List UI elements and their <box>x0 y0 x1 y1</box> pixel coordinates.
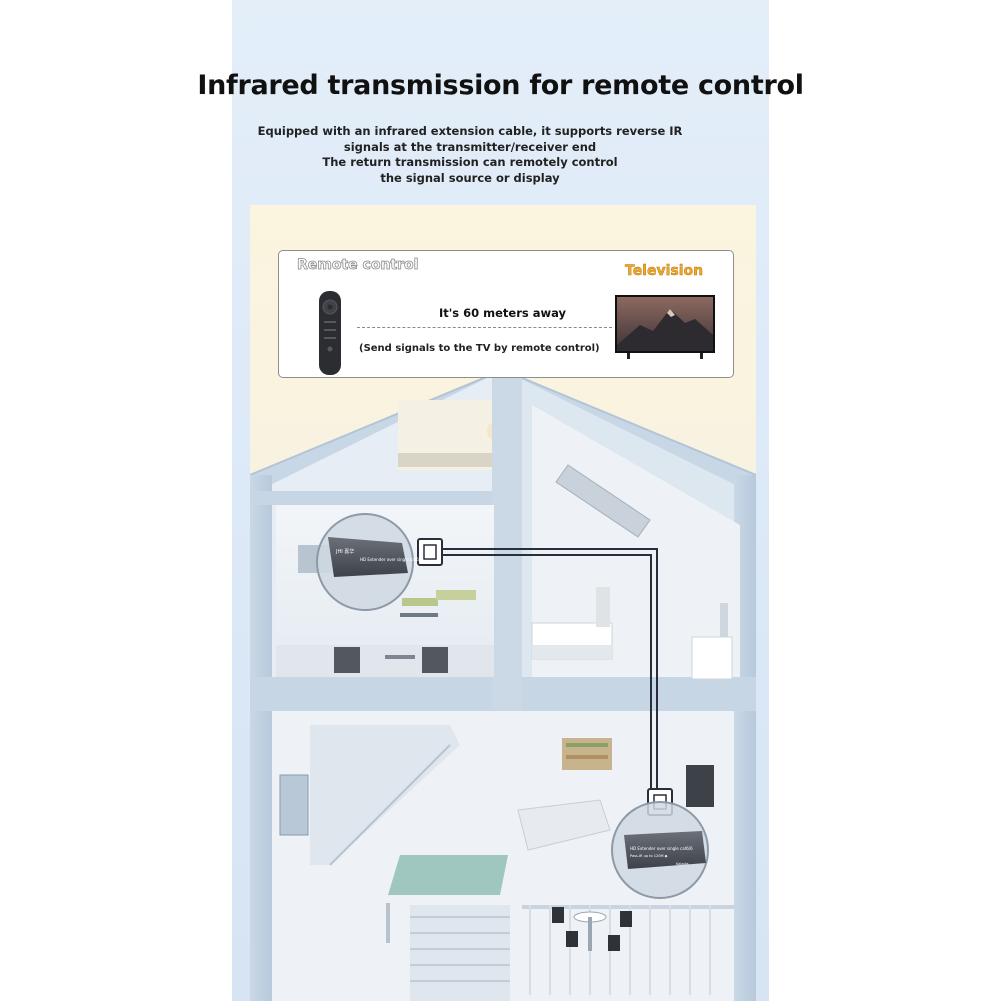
subtitle: Equipped with an infrared extension cabl… <box>0 124 940 186</box>
distance-text: It's 60 meters away <box>439 306 567 320</box>
subtitle-line-2: signals at the transmitter/receiver end <box>343 139 597 154</box>
subtitle-line-4: the signal source or display <box>380 170 560 185</box>
extender-brand: JHI 嘉华 <box>335 548 354 555</box>
remote-control-label: Remote control <box>297 257 419 274</box>
remote-info-box: Remote control Television It's 60 meters… <box>278 250 734 378</box>
rj45-port-icon <box>417 538 443 566</box>
extender-label: HD Extender over single cat6/6 <box>360 557 423 562</box>
extender-sub-lower: Pass-IR up to 120M ◆ <box>630 854 668 858</box>
remote-control-icon <box>319 291 341 375</box>
page-title: Infrared transmission for remote control <box>197 70 804 101</box>
extender-device-icon: JHI 嘉华 HD Extender over single cat6/6 <box>316 513 423 611</box>
subtitle-line-1: Equipped with an infrared extension cabl… <box>257 124 683 138</box>
extender-device-icon: HD Extender over single cat6/6 Pass-IR u… <box>611 801 709 899</box>
extender-label-lower: HD Extender over single cat6/6 <box>630 846 693 851</box>
subtitle-line-3: The return transmission can remotely con… <box>322 155 618 169</box>
ir-signal-line <box>357 327 612 328</box>
remote-note: (Send signals to the TV by remote contro… <box>359 343 600 354</box>
television-label: Television <box>625 263 704 280</box>
television-icon <box>615 295 715 359</box>
extender-brand-lower: Kaladis <box>676 862 689 866</box>
